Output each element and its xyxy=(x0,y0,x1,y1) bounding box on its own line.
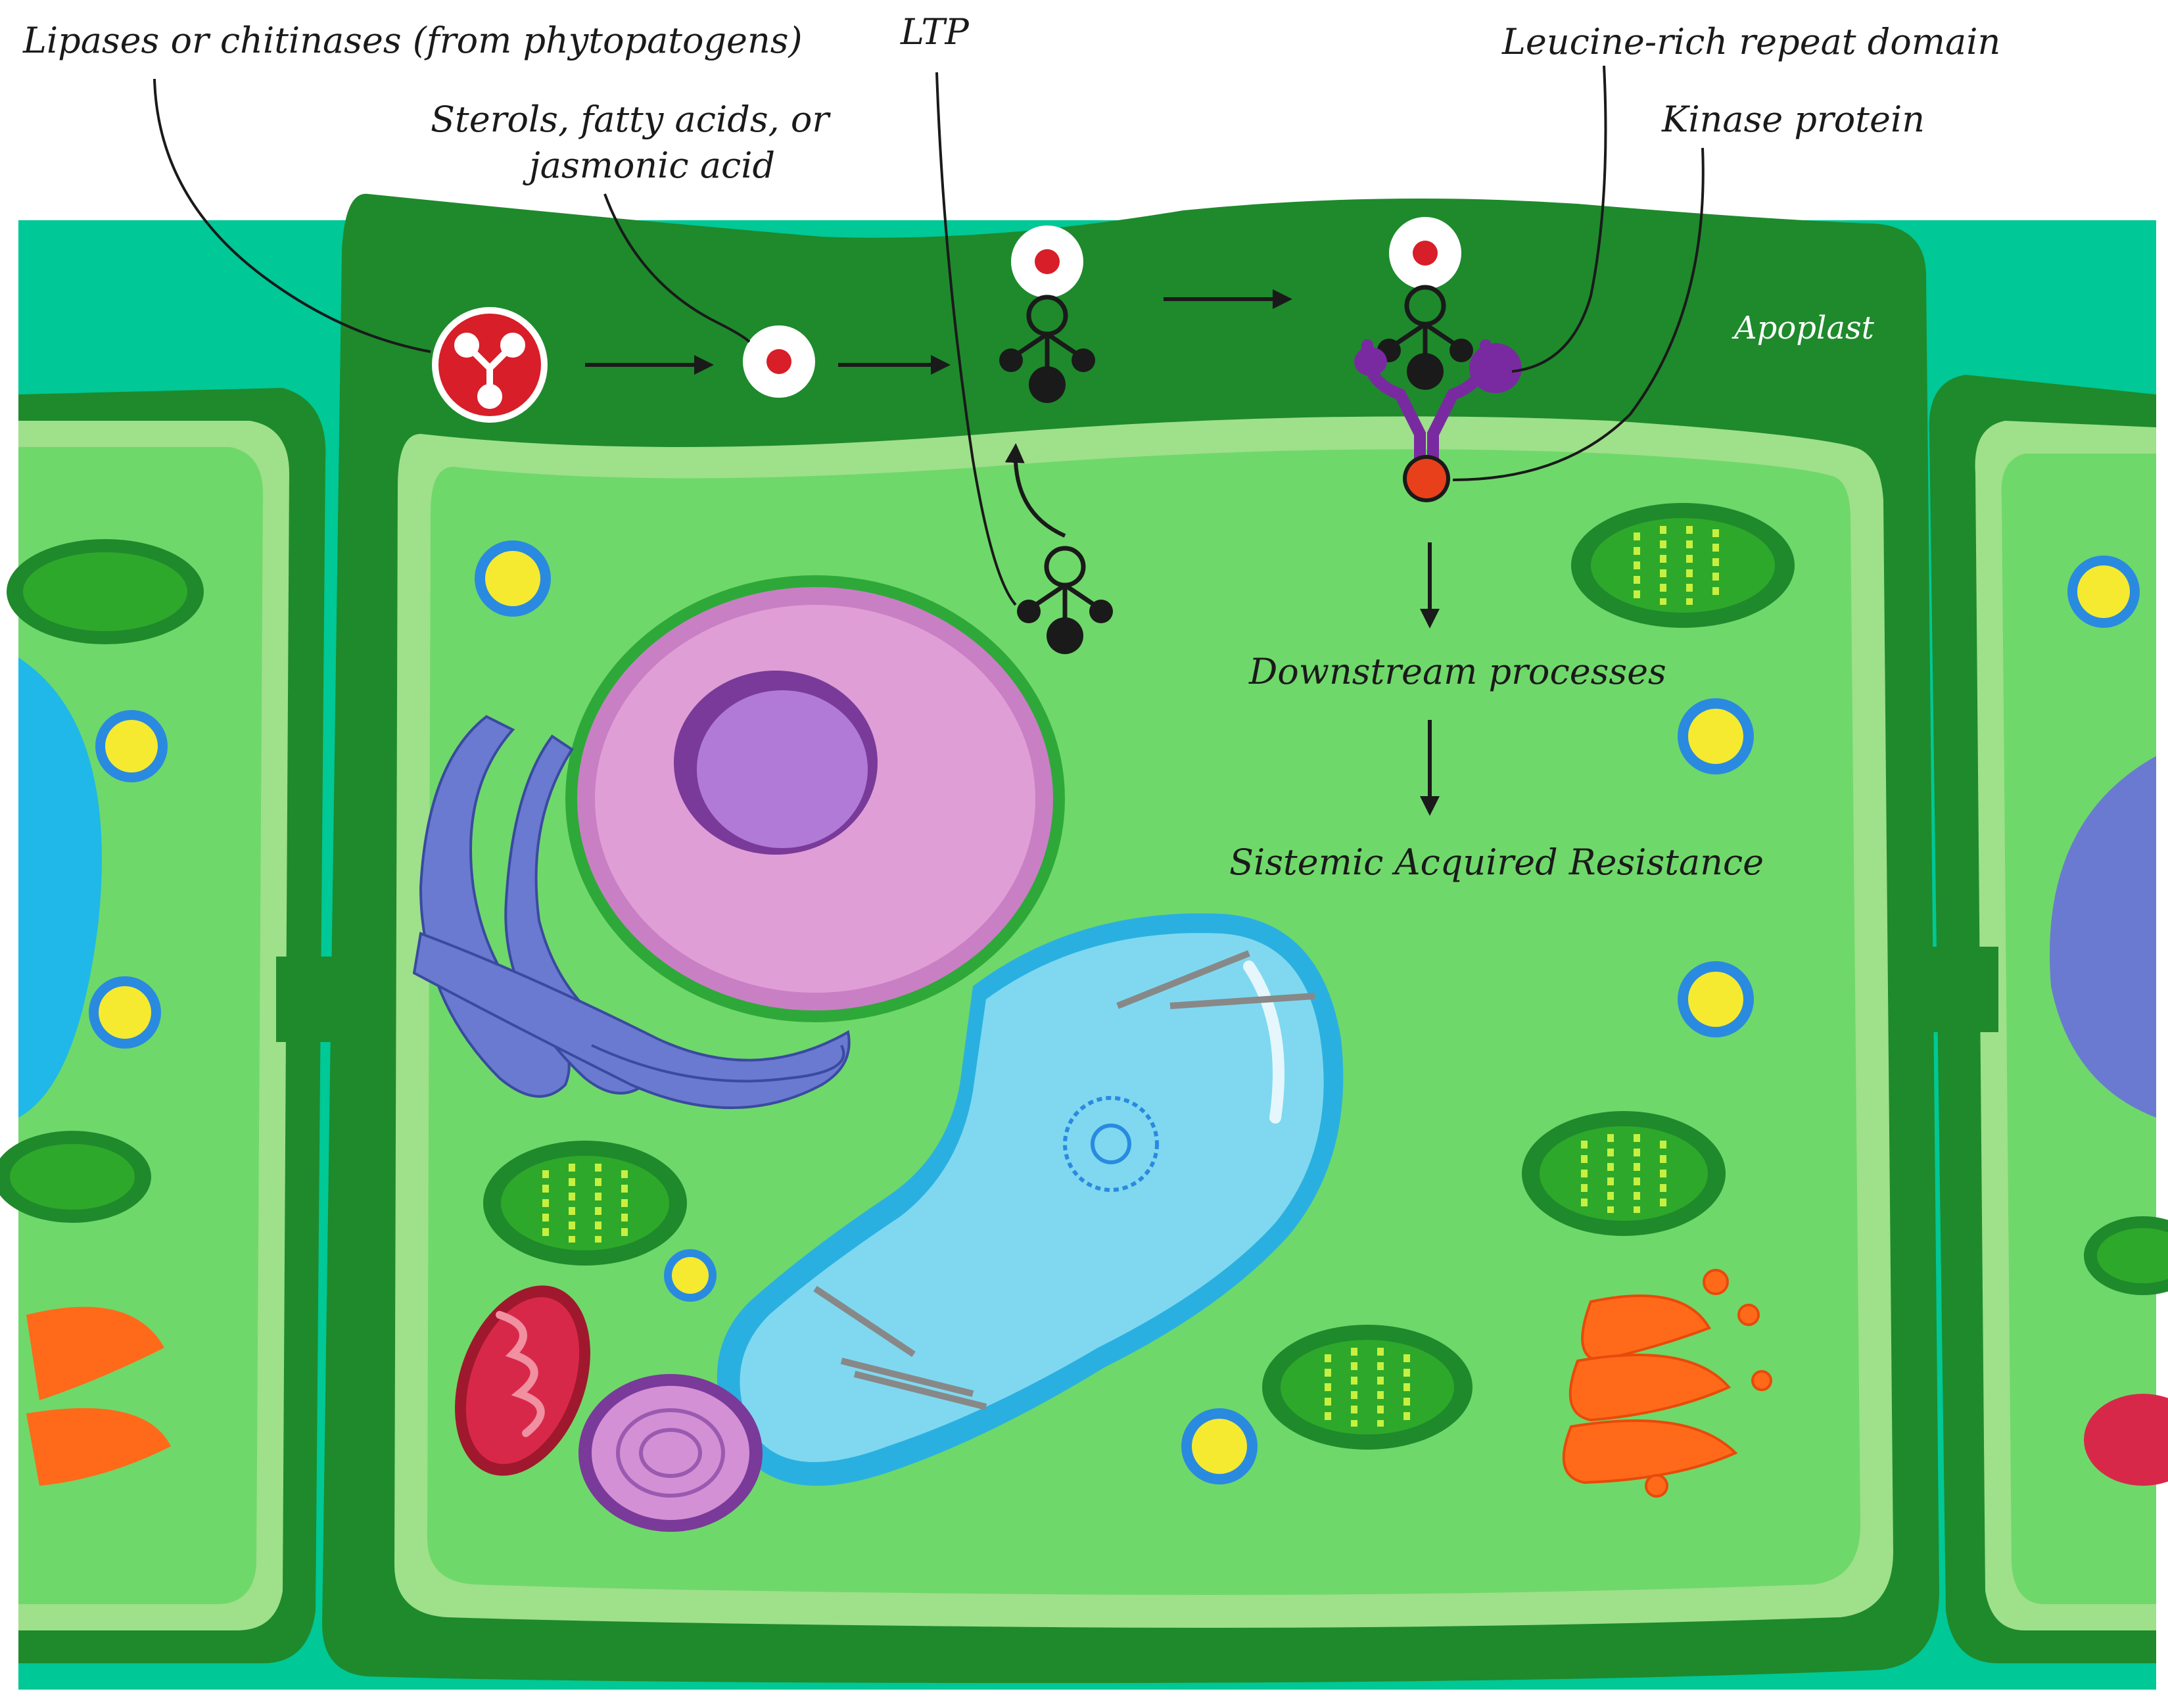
left-neighbour-cell xyxy=(0,388,326,1663)
arrow-free-ltp-up xyxy=(1004,443,1066,538)
label-lrr: Leucine-rich repeat domain xyxy=(1501,21,2000,62)
leader-lrr xyxy=(1511,65,1607,373)
leader-ltp xyxy=(935,72,1017,606)
vacuole xyxy=(717,913,1344,1486)
endoplasmic-reticulum xyxy=(412,715,851,1109)
leader-sterols xyxy=(603,193,751,343)
mitochondrion xyxy=(455,1285,590,1476)
label-downstream: Downstream processes xyxy=(1248,651,1666,692)
flow-arrows xyxy=(585,289,1440,816)
ltp-protein-icon xyxy=(999,225,1095,403)
chloroplasts xyxy=(483,503,1795,1450)
leader-kinase xyxy=(1452,147,1705,481)
leader-lines xyxy=(153,65,1705,606)
leader-lipases xyxy=(153,78,431,353)
vesicles xyxy=(475,540,1754,1484)
right-neighbour-cell xyxy=(1929,375,2168,1663)
label-sar: Sistemic Acquired Resistance xyxy=(1229,842,1764,883)
lrr-kinase-receptor-icon xyxy=(1354,217,1522,502)
lipase-chitinase-icon xyxy=(432,307,548,423)
oval-organelle xyxy=(578,1374,763,1532)
label-sterols-line2: jasmonic acid xyxy=(523,145,775,186)
label-sterols-line1: Sterols, fatty acids, or xyxy=(431,99,831,140)
nucleus xyxy=(565,575,1065,1022)
label-kinase: Kinase protein xyxy=(1661,99,1925,140)
label-ltp: LTP xyxy=(900,11,970,53)
lipid-molecule-icon xyxy=(743,325,815,398)
golgi-apparatus xyxy=(1562,1269,1772,1498)
label-lipases: Lipases or chitinases (from phytopatogen… xyxy=(22,20,803,61)
free-ltp-icon xyxy=(1017,546,1113,654)
label-apoplast: Apoplast xyxy=(1732,310,1875,346)
